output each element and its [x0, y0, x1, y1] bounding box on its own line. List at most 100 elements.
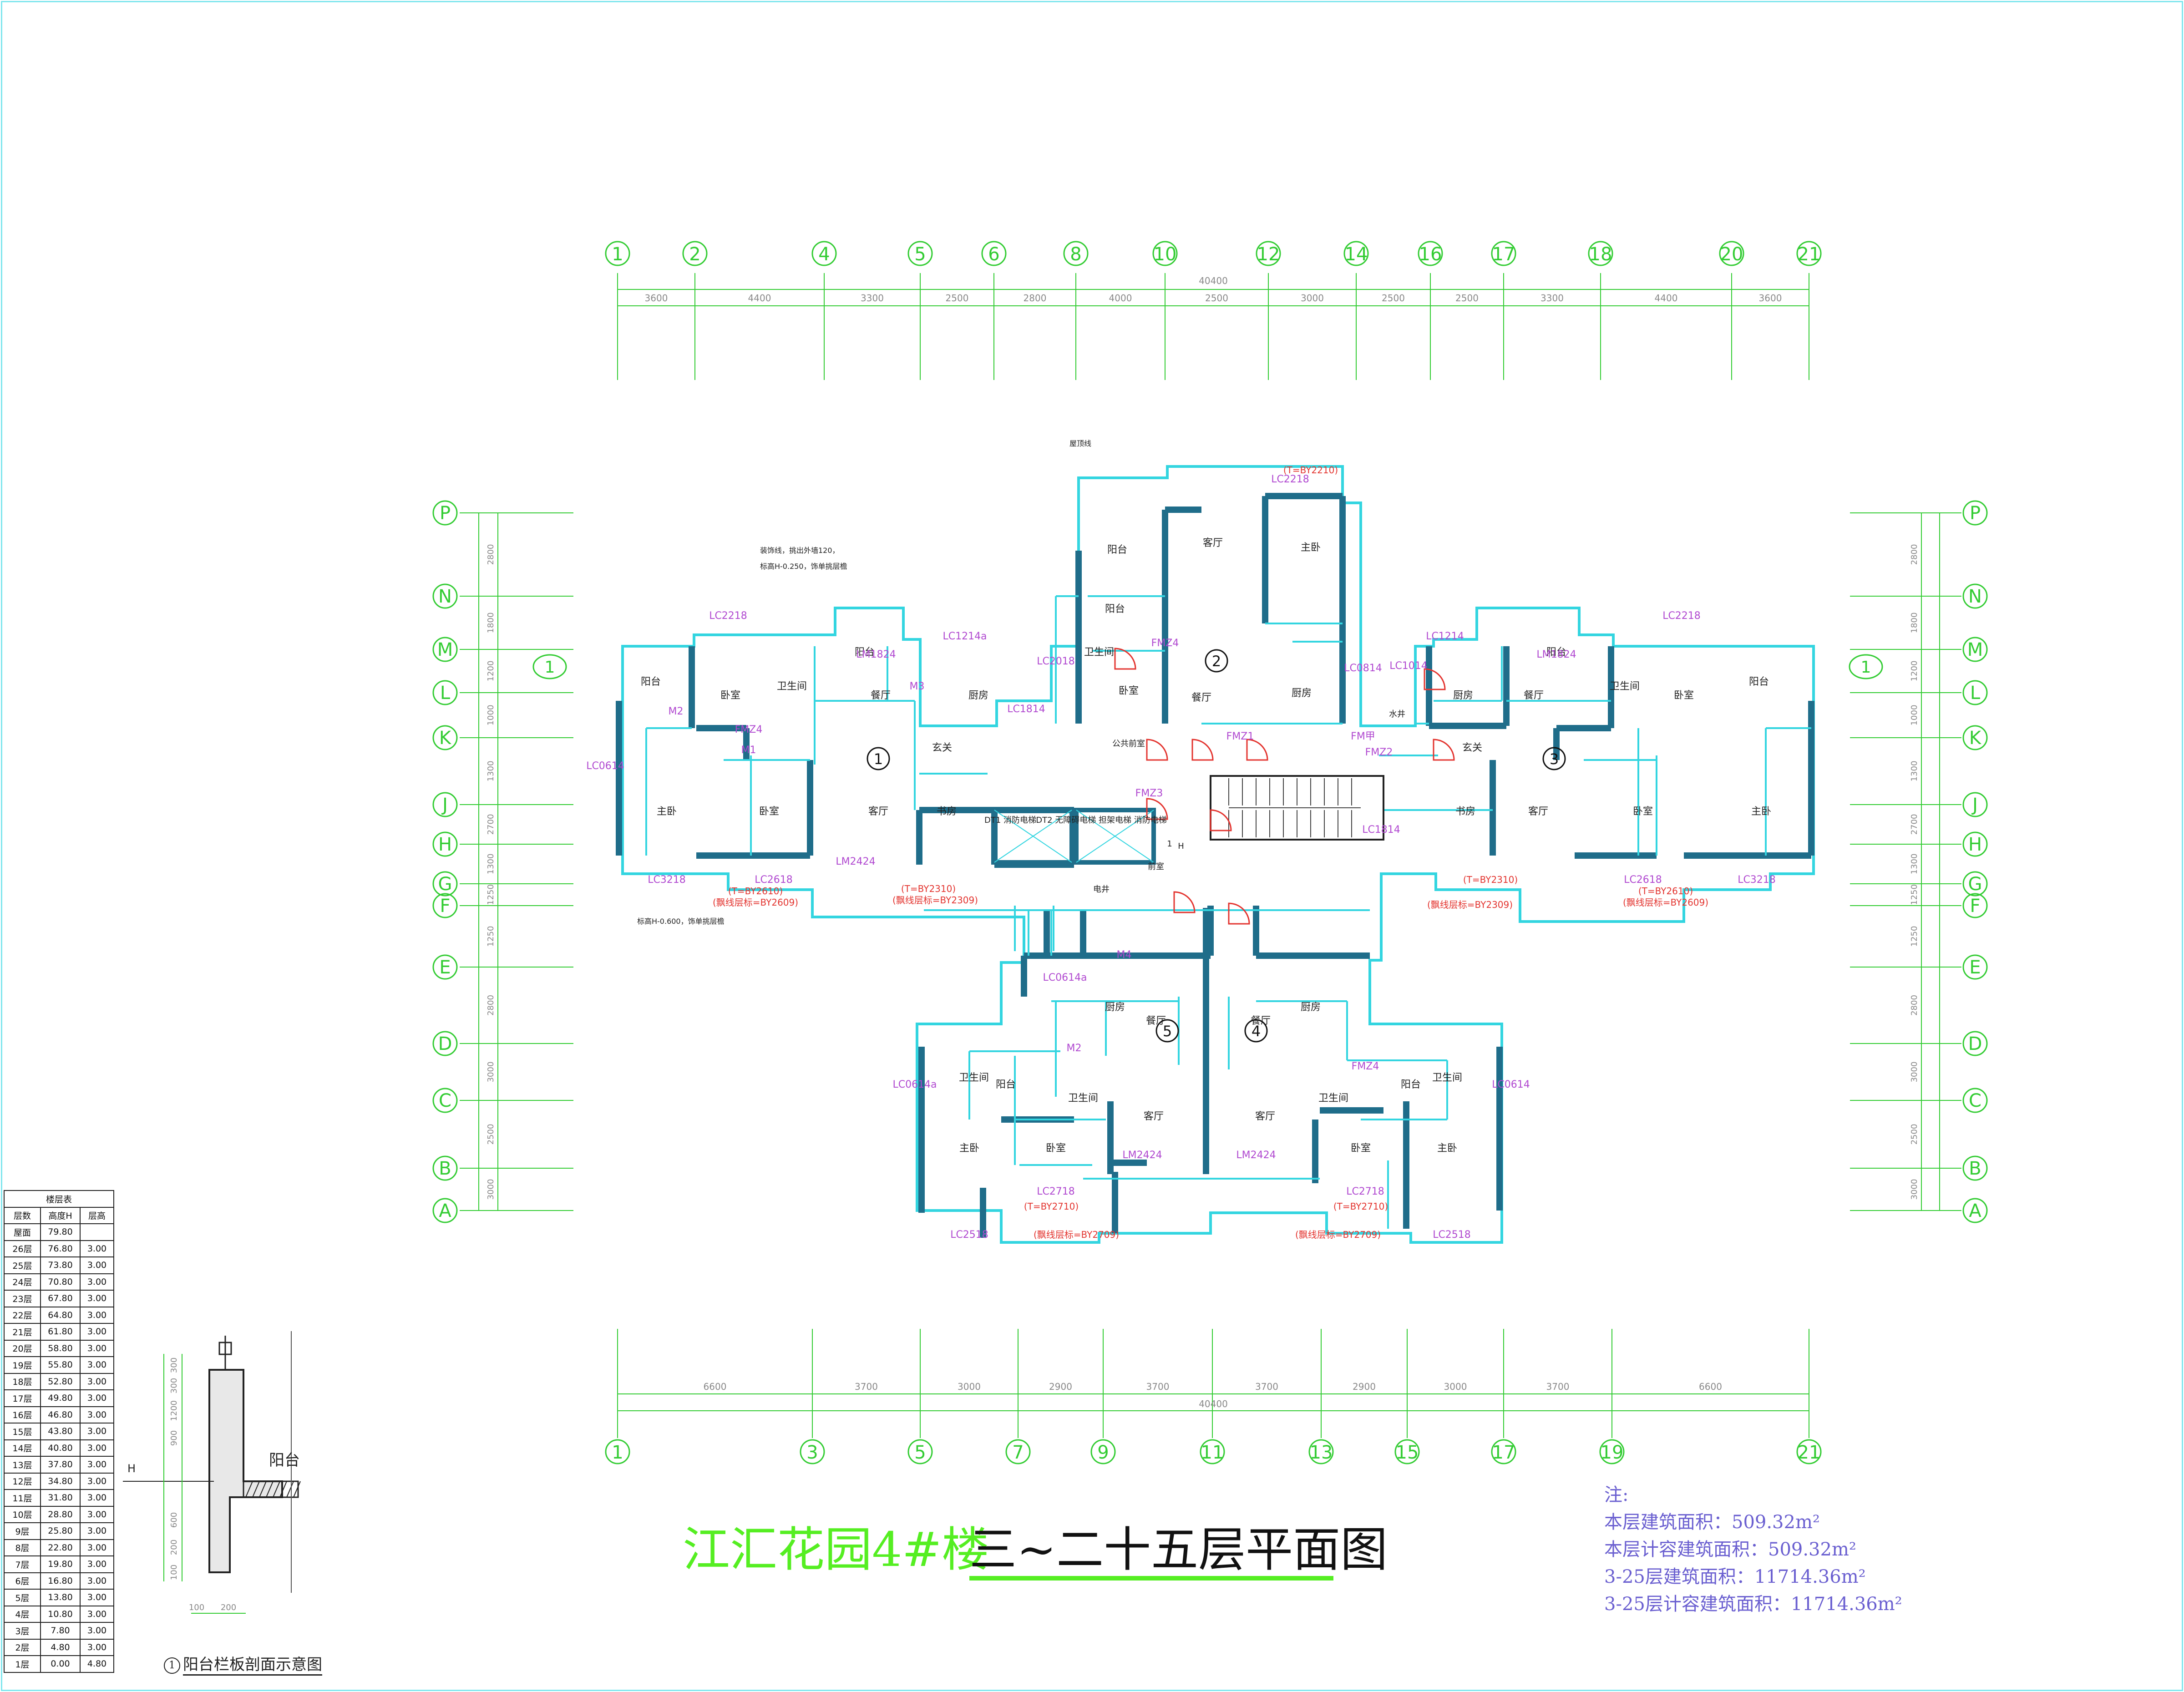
door-window-tag: FMZ4: [1151, 638, 1179, 649]
table-cell-storey: 3.00: [80, 1240, 114, 1257]
note-total-area: 3-25层建筑面积：11714.36m²: [1604, 1566, 1866, 1587]
table-cell-height: 7.80: [40, 1622, 81, 1640]
section-dim-h: 100: [189, 1603, 204, 1612]
core-label: H: [1178, 841, 1184, 851]
slab-hatch-line: [293, 1481, 301, 1498]
door-window-tag: FMZ3: [1135, 788, 1163, 799]
grid-bubble-right: [1962, 583, 1988, 609]
table-cell-height: 19.80: [40, 1555, 81, 1573]
annotation: 屋顶线: [1069, 439, 1091, 448]
dim-bottom: 3000: [958, 1381, 981, 1392]
grid-label-top: 10: [1154, 244, 1177, 265]
balcony-tag: (T=BY2610): [1638, 886, 1693, 897]
table-cell-height: 70.80: [40, 1273, 81, 1291]
slab-hatch-line: [245, 1481, 253, 1498]
grid-bubble-top: [1796, 241, 1822, 266]
section-h-label: H: [127, 1462, 136, 1475]
room-label: 客厅: [1144, 1111, 1164, 1122]
grid-label-bottom: 1: [612, 1442, 623, 1463]
dim-right: 2500: [1910, 1124, 1919, 1145]
door-window-tag: LC2618: [1624, 874, 1662, 886]
table-cell-floor: 23层: [4, 1290, 41, 1307]
table-cell-height: 13.80: [40, 1589, 81, 1606]
grid-bubble-right: [1962, 1198, 1988, 1223]
room-label: 卫生间: [959, 1072, 989, 1084]
room-label: 客厅: [1203, 537, 1223, 549]
grid-label-left: M: [437, 639, 453, 660]
table-cell-floor: 12层: [4, 1472, 41, 1490]
dim-top: 3300: [1540, 293, 1564, 304]
table-cell-storey: 3.00: [80, 1539, 114, 1556]
room-label: 主卧: [1751, 806, 1771, 817]
grid-bubble-left: [432, 1088, 458, 1113]
door-window-tag: LC2618: [755, 874, 793, 886]
door-window-tag: LC1814: [1007, 704, 1045, 715]
table-cell-storey: 3.00: [80, 1290, 114, 1307]
table-cell-storey: 3.00: [80, 1456, 114, 1474]
grid-bubble-right: [1962, 1088, 1988, 1113]
table-cell-floor: 8层: [4, 1539, 41, 1556]
room-label: 厨房: [1292, 688, 1312, 699]
unit-number-circle: [1205, 649, 1228, 673]
table-cell-height: 73.80: [40, 1256, 81, 1274]
grid-bubble-bottom: [1005, 1439, 1031, 1464]
grid-bubble-bottom: [1308, 1439, 1334, 1464]
table-roof-height: 79.80: [40, 1223, 81, 1241]
room-label: 厨房: [1301, 1002, 1321, 1013]
dim-top: 2500: [946, 293, 969, 304]
core-label: 水井: [1389, 709, 1405, 719]
table-cell-storey: 3.00: [80, 1373, 114, 1390]
grid-bubble-top: [981, 241, 1007, 266]
slab-hatch-line: [279, 1481, 287, 1498]
grid-label-top: 5: [914, 244, 926, 265]
table-cell-floor: 14层: [4, 1439, 41, 1457]
slab-hatch: [243, 1480, 299, 1498]
dim-right: 1300: [1910, 854, 1919, 875]
grid-label-left: K: [439, 728, 452, 749]
grid-bubble-left: [432, 954, 458, 980]
grid-bubble-right: [1962, 792, 1988, 817]
table-cell-floor: 19层: [4, 1356, 41, 1374]
door-window-tag: LC3218: [648, 874, 686, 886]
door-window-tag: LM1824: [1536, 649, 1576, 660]
room-label: 卧室: [1119, 685, 1139, 697]
grid-bubble-top: [605, 241, 630, 266]
grid-bubble-left: [432, 680, 458, 705]
table-cell-floor: 24层: [4, 1273, 41, 1291]
grid-bubble-top: [811, 241, 837, 266]
section-dim-v: 300: [169, 1358, 179, 1373]
door-window-tag: M2: [1067, 1043, 1082, 1054]
elevator-cross: [994, 810, 1072, 863]
room-label: 餐厅: [1524, 690, 1544, 701]
dim-right: 2700: [1910, 814, 1919, 835]
grid-label-top: 1: [612, 244, 623, 265]
grid-bubble-right: [1962, 637, 1988, 662]
balcony-tag: (T=BY2710): [1333, 1201, 1388, 1212]
table-cell-storey: 3.00: [80, 1273, 114, 1291]
core-label: DT1 消防电梯: [984, 816, 1036, 825]
door-window-tag: LC2718: [1037, 1186, 1075, 1197]
room-label: 阳台: [1546, 647, 1566, 658]
grid-label-bottom: 19: [1601, 1442, 1624, 1463]
door-window-tag: LM2424: [1236, 1150, 1276, 1161]
unit-number: 1: [874, 750, 883, 768]
table-cell-height: 37.80: [40, 1456, 81, 1474]
room-label: 厨房: [1105, 1002, 1125, 1013]
table-cell-floor: 9层: [4, 1522, 41, 1540]
table-cell-storey: 3.00: [80, 1256, 114, 1274]
table-cell-floor: 25层: [4, 1256, 41, 1274]
grid-label-left: H: [438, 834, 452, 855]
grid-bubble-top: [1152, 241, 1178, 266]
table-cell-floor: 17层: [4, 1389, 41, 1407]
room-label: 卫生间: [1432, 1072, 1462, 1084]
dim-top: 3600: [1759, 293, 1782, 304]
grid-label-left: G: [438, 874, 452, 895]
table-cell-storey: 3.00: [80, 1638, 114, 1656]
dim-left: 1300: [486, 761, 496, 782]
table-cell-storey: 3.00: [80, 1356, 114, 1374]
door-window-tag: LC1814: [1362, 824, 1400, 836]
